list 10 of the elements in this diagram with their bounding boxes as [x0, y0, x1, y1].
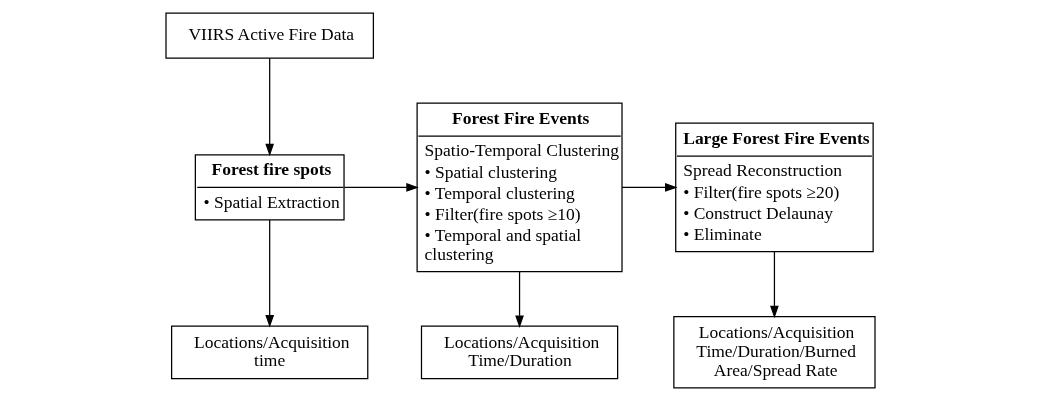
arrow: [769, 251, 779, 319]
node-box: VIIRS Active Fire Data: [164, 12, 374, 59]
node-box: Locations/Acquisition Time/Duration: [420, 325, 618, 380]
arrow: [343, 183, 419, 192]
node-box: Locations/Acquisition Time/Duration/Burned Area/Spread Rate: [672, 316, 876, 389]
arrow: [264, 219, 274, 328]
arrow: [264, 57, 274, 157]
arrow: [621, 183, 678, 192]
arrow: [514, 271, 524, 328]
node-box: Locations/Acquisition time: [170, 325, 368, 380]
